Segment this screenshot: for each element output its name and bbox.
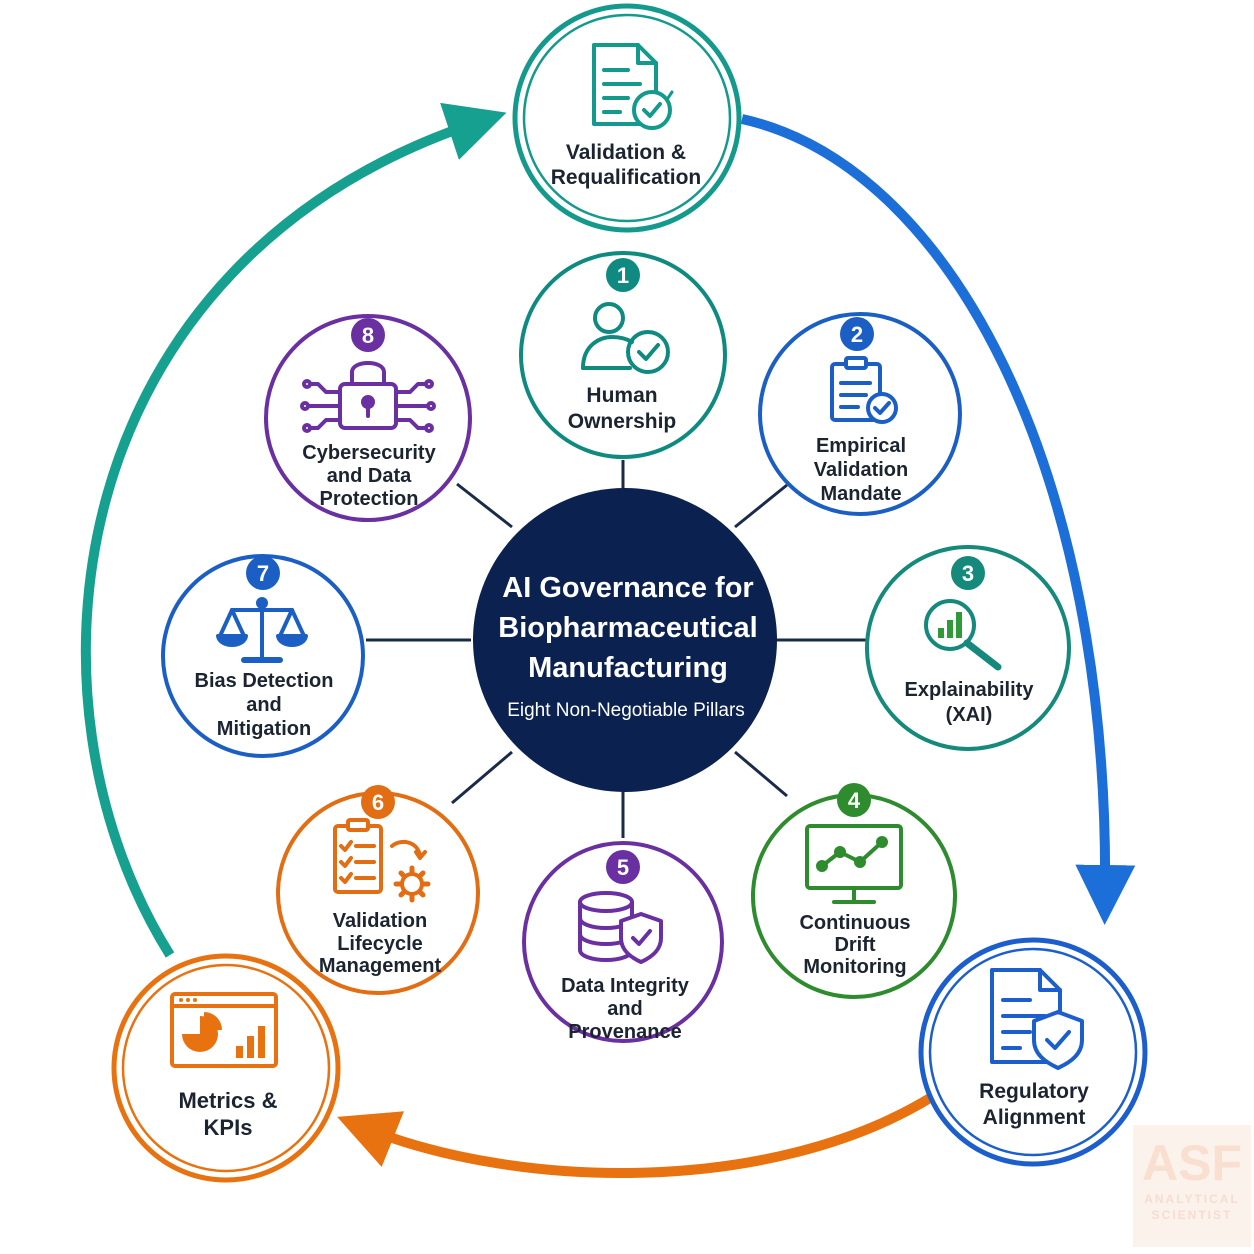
checklist-gear-icon xyxy=(333,818,431,903)
pillar-6-lifecycle-management: 6 Validation Lifecy xyxy=(276,785,480,995)
cycle-node-outer-ring xyxy=(918,937,1148,1167)
cycle-node-label-line-1: Regulatory xyxy=(979,1080,1089,1103)
pillar-label-line-1: Human xyxy=(586,384,657,407)
pillar-label-line-1: Continuous xyxy=(799,912,910,934)
cycle-node-outer-ring xyxy=(512,3,742,233)
pillar-number-badge xyxy=(951,556,985,590)
pillar-circle xyxy=(519,251,727,459)
dashboard-chart-icon xyxy=(170,992,278,1068)
document-shield-icon xyxy=(990,968,1084,1070)
pillar-label-line-3: Management xyxy=(319,955,442,977)
hub-subtitle: Eight Non-Negotiable Pillars xyxy=(507,700,745,721)
cycle-node-label-line-2: KPIs xyxy=(204,1115,253,1140)
pillar-number: 2 xyxy=(851,322,863,347)
pillar-5-data-integrity: 5 Data Integrity and Provenance xyxy=(522,841,724,1043)
user-check-icon xyxy=(581,302,670,374)
cycle-node-inner-ring xyxy=(522,13,732,223)
pillar-label-line-2: Lifecycle xyxy=(337,933,423,955)
pillar-number: 4 xyxy=(848,788,861,813)
pillar-circle xyxy=(758,312,962,516)
pillar-label-line-3: Mitigation xyxy=(217,718,311,740)
pillar-label-line-2: Ownership xyxy=(568,410,677,433)
pillar-label-line-2: and xyxy=(246,694,282,716)
pillar-number-badge xyxy=(351,318,385,352)
padlock-circuit-icon xyxy=(300,361,436,433)
pillar-label-line-1: Validation xyxy=(333,910,427,932)
pillar-number: 1 xyxy=(617,263,629,288)
pillar-2-empirical-validation: 2 Empirical Validation Mandate xyxy=(758,312,962,516)
clipboard-check-icon xyxy=(830,356,898,424)
cycle-node-inner-ring xyxy=(928,947,1138,1157)
hub: AI Governance for Biopharmaceutical Manu… xyxy=(473,488,777,792)
hub-title-line-1: AI Governance for xyxy=(502,572,753,604)
cycle-node-metrics-kpis: Metrics & KPIs xyxy=(111,953,341,1183)
cycle-arrow-validation-to-regulatory xyxy=(740,114,1136,925)
hub-title-line-3: Manufacturing xyxy=(528,652,728,684)
pillar-label-line-3: Mandate xyxy=(820,483,901,505)
hub-circle xyxy=(473,488,777,792)
pillar-number-badge xyxy=(606,850,640,884)
pillar-number: 3 xyxy=(962,561,974,586)
scales-icon xyxy=(216,597,308,663)
pillar-label-line-2: (XAI) xyxy=(946,704,993,726)
pillar-label-line-2: Drift xyxy=(834,934,875,956)
watermark-line-2: SCIENTIST xyxy=(1152,1208,1233,1222)
pillar-label-line-2: and Data xyxy=(327,465,412,487)
pillar-label-line-1: Data Integrity xyxy=(561,975,690,997)
cycle-arrow-regulatory-to-metrics xyxy=(337,1093,933,1178)
pillar-label-line-1: Cybersecurity xyxy=(302,442,436,464)
cycle-node-label-line-2: Alignment xyxy=(983,1106,1086,1129)
pillar-label-line-1: Explainability xyxy=(905,679,1035,701)
pillar-7-bias-detection: 7 Bias Detection and Mitigation xyxy=(161,554,365,758)
asf-watermark-logo: ASF ANALYTICAL SCIENTIST xyxy=(1133,1125,1251,1247)
cycle-node-inner-ring xyxy=(121,963,331,1173)
pillar-label-line-3: Protection xyxy=(320,488,419,510)
watermark-big: ASF xyxy=(1142,1135,1242,1191)
pillar-number-badge xyxy=(837,783,871,817)
pillar-number: 8 xyxy=(362,323,374,348)
cycle-node-label-line-2: Requalification xyxy=(551,166,702,189)
watermark-line-1: ANALYTICAL xyxy=(1144,1192,1240,1206)
pillar-label-line-1: Bias Detection xyxy=(195,670,334,692)
cycle-node-validation-requalification: Validation & Requalification xyxy=(512,3,742,233)
pillar-8-cybersecurity: 8 Cybersecurity and Data Protection xyxy=(264,314,472,522)
database-shield-icon xyxy=(578,891,663,964)
pillar-number-badge xyxy=(246,556,280,590)
pillar-number-badge xyxy=(606,258,640,292)
pillar-number: 7 xyxy=(257,561,269,586)
pillar-number: 6 xyxy=(372,790,384,815)
pillar-number: 5 xyxy=(617,855,629,880)
pillar-number-badge xyxy=(361,785,395,819)
hub-title-line-2: Biopharmaceutical xyxy=(498,612,757,644)
pillar-3-explainability: 3 Explainability (XAI) xyxy=(865,545,1071,751)
pillar-label-line-2: and xyxy=(607,998,643,1020)
pillar-label-line-2: Validation xyxy=(814,459,908,481)
monitor-trend-icon xyxy=(805,824,903,904)
pillar-label-line-3: Monitoring xyxy=(803,956,906,978)
pillar-label-line-1: Empirical xyxy=(816,435,906,457)
cycle-node-label-line-1: Metrics & xyxy=(178,1088,277,1113)
cycle-arrow-metrics-to-validation xyxy=(80,102,507,958)
cycle-node-regulatory-alignment: Regulatory Alignment xyxy=(918,937,1148,1167)
pillar-4-drift-monitoring: 4 Continuous Drift Monitoring xyxy=(751,783,957,999)
pillar-1-human-ownership: 1 Human Ownership xyxy=(519,251,727,459)
magnifier-chart-icon xyxy=(924,599,1002,671)
document-refresh-icon xyxy=(592,43,674,130)
cycle-node-label-line-1: Validation & xyxy=(566,141,686,164)
pillar-label-line-3: Provenance xyxy=(568,1021,681,1043)
pillar-number-badge xyxy=(840,317,874,351)
